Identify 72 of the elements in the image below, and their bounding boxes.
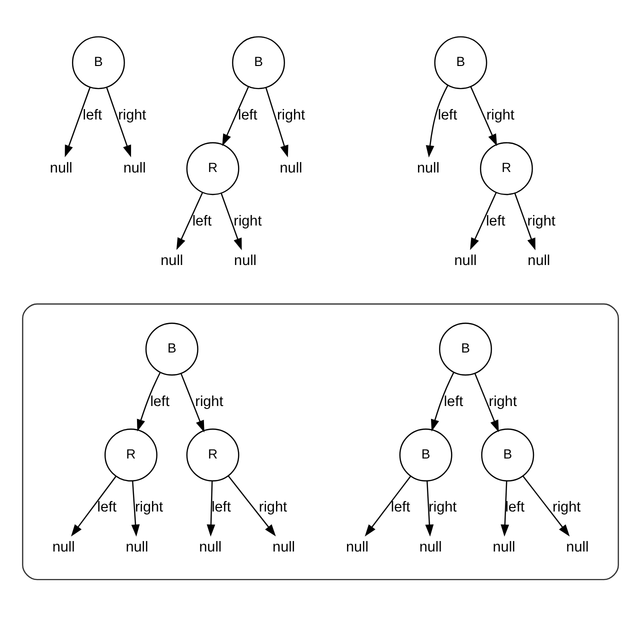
arrow [265,87,288,157]
arrow [364,475,412,536]
arrow [106,86,132,157]
node-circle: B [145,322,198,376]
edge-label: right [195,393,224,410]
node-circle: R [186,142,240,195]
node-text: null [566,538,589,555]
node-text: null [123,160,146,176]
node-text: null [528,252,550,268]
node-circle: B [439,322,492,376]
edge-label: left [438,106,458,123]
edge-label: right [428,499,457,516]
edge-label: left [192,212,212,229]
node-circle: B [481,428,534,481]
edge-label: left [82,106,102,123]
edge-label: right [527,212,556,229]
node-text: null [280,160,302,176]
edge-label: right [276,106,306,123]
node-circle: B [72,36,125,89]
arrow [514,192,536,250]
node-text: null [126,538,148,555]
arrow [206,480,216,536]
arrow [228,474,276,536]
arrow [71,475,116,536]
node-text: null [50,160,72,176]
node-text: null [419,538,442,555]
edge-label: left [444,393,464,410]
edge-label: left [505,499,524,516]
node-circle: B [232,36,285,89]
arrow [474,372,499,432]
node-text: null [52,538,75,555]
edge-label: left [97,499,117,516]
arrow [136,372,161,431]
edge-label: left [390,499,410,516]
node-circle: B [399,428,452,481]
arrow [64,86,91,157]
arrow [500,480,510,536]
arrow [131,480,140,536]
edge-label: left [238,106,258,123]
node-circle: R [186,428,240,481]
node-text: null [492,538,516,555]
arrow [180,373,204,432]
node-text: null [234,252,257,268]
node-text: null [454,252,477,268]
arrow [176,192,204,250]
arrow [470,86,498,146]
arrow [426,84,448,158]
arrow [425,480,434,536]
edge-label: left [486,212,506,229]
edge-label: right [552,499,581,516]
node-text: null [346,538,368,555]
edge-label: right [486,106,514,123]
node-circle: R [480,142,533,195]
edge-label: left [150,393,170,410]
node-text: null [416,160,440,176]
arrow [522,475,570,536]
edge-label: right [118,106,146,123]
node-text: null [160,252,184,268]
node-circle: R [104,428,158,481]
node-text: null [272,538,296,555]
arrow [222,86,249,146]
node-text: null [199,538,222,555]
edge-label: right [134,499,164,516]
arrow [470,192,497,250]
edge-label: left [212,499,231,516]
arrow [220,192,242,250]
edge-label: right [488,393,517,410]
edge-label: right [258,499,288,516]
arrow [430,372,454,431]
cluster [22,302,619,580]
edge-label: right [234,212,262,229]
node-circle: B [434,36,488,89]
